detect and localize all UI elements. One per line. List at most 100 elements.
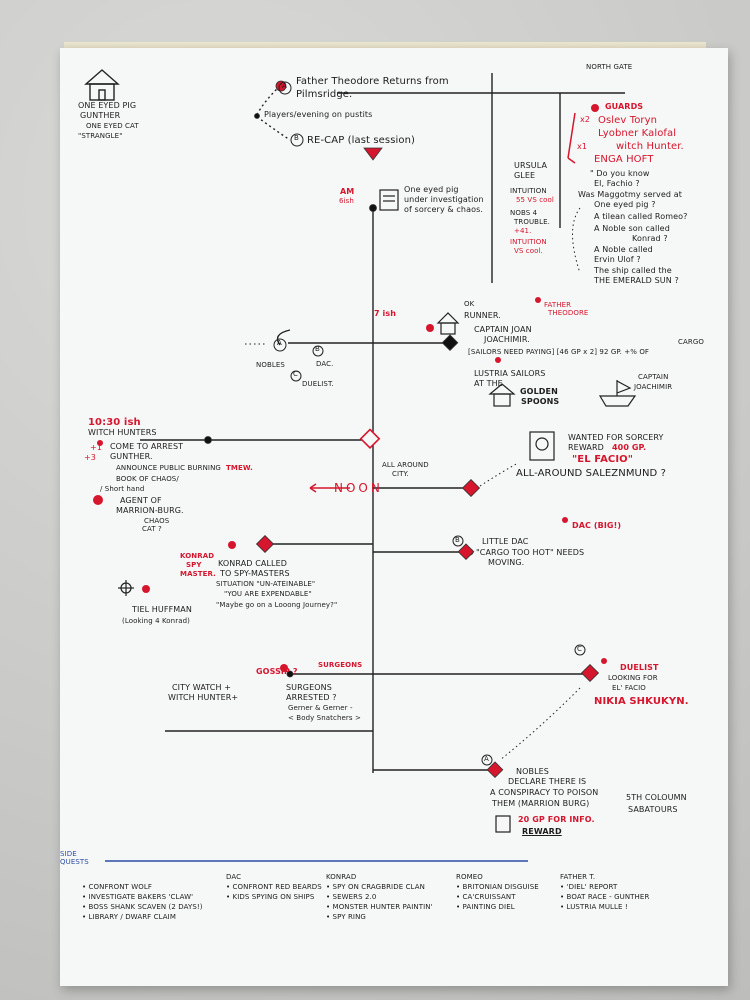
ursula-stat-4b: VS cool. — [514, 247, 543, 255]
question-6b: Ervin Ulof ? — [594, 255, 641, 264]
golden-2: SPOONS — [521, 397, 560, 406]
golden-1: GOLDEN — [520, 387, 558, 396]
konrad-called-1: KONRAD CALLED — [218, 559, 287, 568]
question-7b: THE EMERALD SUN ? — [594, 276, 679, 285]
duelist-title: DUELIST — [620, 663, 659, 672]
agent-1: AGENT OF — [120, 496, 162, 505]
time-6am-b: 6ish — [339, 197, 354, 205]
question-4: A tilean called Romeo? — [594, 212, 688, 221]
side-quests-label-1: SIDE — [60, 850, 77, 858]
side-quest-item: • MONSTER HUNTER PAINTIN' — [326, 903, 433, 911]
chaos-1: CHAOS — [144, 517, 170, 525]
agent-2: MARRION-BURG. — [116, 506, 184, 515]
nikia-name: NIKIA SHKUKYN. — [594, 696, 689, 707]
konrad-maybe: "Maybe go on a Looong Journey?" — [216, 601, 338, 609]
nobles-l3: A CONSPIRACY TO POISON — [490, 788, 599, 797]
side-quest-item: • LUSTRIA MULLE ! — [560, 903, 628, 911]
all-around-1: ALL AROUND — [382, 461, 429, 469]
town-label: TMEW. — [226, 464, 253, 472]
captain-ship-1: CAPTAIN — [638, 373, 669, 381]
chaos-2: CAT ? — [142, 525, 162, 533]
konrad-2: SPY — [186, 561, 202, 569]
ursula-name-1: URSULA — [514, 161, 548, 170]
duelist-looking-1: LOOKING FOR — [608, 674, 658, 682]
nobles-label: NOBLES — [256, 361, 285, 369]
dac-b-letter: B — [455, 536, 460, 544]
letter-c: C — [293, 370, 298, 378]
captain-1: CAPTAIN JOAN — [474, 325, 532, 334]
wanted-poster-icon — [529, 431, 555, 461]
intro-players: Players/evening on pustits — [264, 110, 373, 119]
intro-a-letter: A — [282, 82, 287, 90]
dac-label: DAC. — [316, 360, 334, 368]
reward-amount: 20 GP FOR INFO. — [518, 815, 595, 824]
wanted-1: WANTED FOR SORCERY — [568, 433, 664, 442]
side-quests-label-2: QUESTS — [60, 858, 89, 866]
crosshair-icon — [118, 580, 134, 596]
side-quest-item: • PAINTING DIEL — [456, 903, 515, 911]
house-label-4: "STRANGLE" — [78, 132, 123, 140]
ok-label: OK — [464, 300, 475, 308]
little-dac: LITTLE DAC — [482, 537, 529, 546]
time-6am: AM — [340, 187, 355, 196]
intro-a-line-1: Father Theodore Returns from — [296, 76, 449, 87]
letter-b: B — [315, 345, 320, 353]
nobles-l4: THEM (MARRION BURG) — [492, 799, 590, 808]
house-label-2: GUNTHER — [80, 111, 121, 120]
fifth-column-1: 5TH COLOUMN — [626, 793, 687, 802]
arrested-1: SURGEONS — [286, 683, 332, 692]
duelist-c-letter: C — [577, 645, 582, 653]
6am-note-2: under investigation — [404, 195, 484, 204]
side-quest-head: DAC — [226, 873, 242, 881]
enga-hoft: ENGA HOFT — [594, 154, 654, 165]
el-facio-label: "EL FACIO" — [572, 454, 634, 465]
side-quest-item: • CA'CRUISSANT — [456, 893, 516, 901]
noon-label: NOON — [334, 481, 383, 495]
house-label-3: ONE EYED CAT — [86, 122, 139, 130]
father-label: FATHER — [544, 301, 572, 309]
wh-x3: +3 — [84, 453, 96, 462]
question-1: " Do you know — [590, 169, 650, 178]
all-around-saleznmund: ALL-AROUND SALEZNMUND ? — [516, 468, 667, 479]
side-quest-head: FATHER T. — [560, 873, 596, 881]
duelist-looking-2: EL' FACIO — [612, 684, 646, 692]
nobles-a-letter: A — [484, 755, 489, 763]
captain-ship-2: JOACHIMIR — [634, 383, 673, 391]
side-quest-item: • BOAT RACE - GUNTHER — [560, 893, 650, 901]
dac-big-label: DAC (BIG!) — [572, 521, 622, 530]
arrested-2: ARRESTED ? — [286, 693, 337, 702]
lustria-1: LUSTRIA SAILORS — [474, 369, 546, 378]
father-label-b: THEODORE — [548, 309, 589, 317]
wanted-2: REWARD — [568, 443, 604, 452]
guards-x2: x2 — [580, 115, 591, 124]
wanted-amt: 400 GP. — [612, 443, 647, 452]
house-label-1: ONE EYED PIG — [78, 101, 137, 110]
question-6: A Noble called — [594, 245, 653, 254]
ursula-stat-1b: 55 VS cool — [516, 196, 554, 204]
question-1b: El, Fachio ? — [594, 179, 640, 188]
reward-label: REWARD — [522, 827, 562, 836]
city-watch-1: CITY WATCH + — [172, 683, 232, 692]
side-quest-item: • INVESTIGATE BAKERS 'CLAW' — [82, 893, 194, 901]
lustria-2: AT THE — [474, 379, 503, 388]
cargo-1: "CARGO TOO HOT" NEEDS — [476, 548, 585, 557]
konrad-called-2: TO SPY-MASTERS — [220, 569, 290, 578]
question-5: A Noble son called — [594, 224, 670, 233]
side-quest-item: • BOSS SHANK SCAVEN (2 DAYS!) — [82, 903, 203, 911]
house-icon — [84, 69, 120, 101]
sailors-note: [SAILORS NEED PAYING] [46 GP x 2] 92 GP.… — [468, 348, 650, 356]
tiel-2: (Looking 4 Konrad) — [122, 617, 190, 625]
book-1: BOOK OF CHAOS/ — [116, 475, 179, 483]
cargo-2: MOVING. — [488, 558, 525, 567]
captain-2: JOACHIMIR. — [484, 335, 530, 344]
runner-label: RUNNER. — [464, 311, 501, 320]
ursula-name-2: GLEE — [514, 171, 536, 180]
guard-1: Oslev Toryn — [598, 115, 658, 126]
konrad-1: KONRAD — [180, 552, 215, 560]
time-7ish: 7 ish — [374, 309, 397, 318]
duelist-label: DUELIST. — [302, 380, 334, 388]
question-7: The ship called the — [594, 266, 672, 275]
ursula-stat-3: +41. — [514, 227, 532, 235]
fifth-column-2: SABATOURS — [628, 805, 678, 814]
come-1: COME TO ARREST — [110, 442, 184, 451]
